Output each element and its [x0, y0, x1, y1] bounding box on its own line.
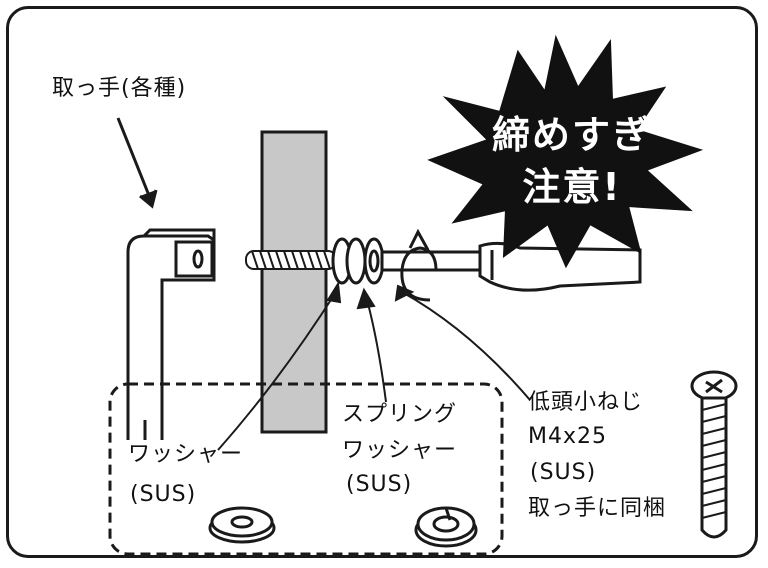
screw-leader	[394, 284, 531, 401]
washer-leader	[217, 281, 342, 451]
handle-drawing	[126, 228, 216, 440]
washer-label-line-1: ワッシャー	[128, 442, 244, 467]
handle-arrow	[116, 117, 158, 209]
parts-dashed-box	[108, 382, 504, 556]
spring-washer-drawing	[414, 506, 478, 548]
warning-line-1: 締めすぎ	[491, 113, 652, 157]
cabinet-panel	[260, 130, 328, 434]
screw-label-line-2: M4x25	[528, 424, 607, 449]
washer-label-line-2: (SUS)	[130, 482, 197, 507]
spring-washer-leader	[356, 287, 387, 403]
screw-label-line-1: 低頭小ねじ	[528, 390, 644, 415]
spring-washer-label-line-3: (SUS)	[346, 472, 413, 497]
spring-washer-label-line-2: ワッシャー	[342, 438, 458, 463]
spring-washer-label-line-1: スプリング	[342, 402, 458, 427]
washers-on-shaft	[331, 237, 385, 285]
screw-shaft	[245, 250, 337, 270]
warning-line-2: 注意!	[522, 165, 622, 209]
screw-label-line-3: (SUS)	[530, 460, 597, 485]
washer-drawing	[208, 506, 276, 544]
handle-label: 取っ手(各種)	[52, 76, 187, 101]
warning-starburst	[427, 34, 704, 269]
screw-drawing	[690, 370, 738, 539]
screw-label-line-4: 取っ手に同梱	[528, 496, 667, 521]
